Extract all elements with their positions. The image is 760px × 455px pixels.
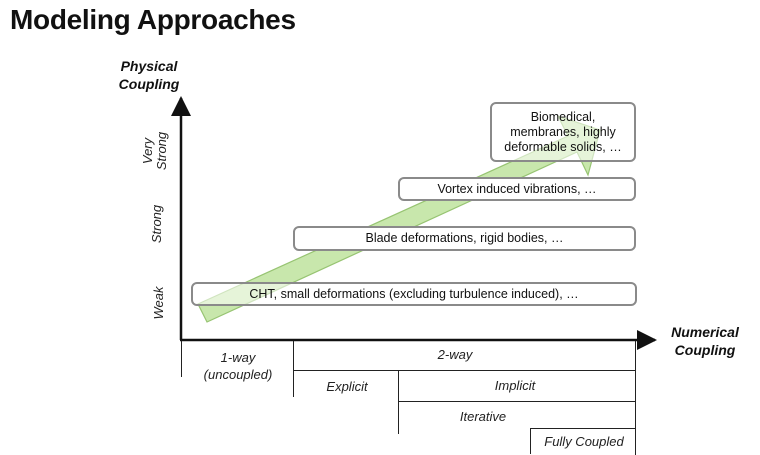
y-axis-title-line2: Coupling	[118, 76, 180, 92]
table-explicit: Explicit	[326, 379, 368, 394]
y-level-very-strong: Very Strong	[140, 121, 171, 181]
slide-title: Modeling Approaches	[10, 4, 296, 35]
box-biomedical: Biomedical, membranes, highly deformable…	[490, 102, 636, 162]
box-blade: Blade deformations, rigid bodies, …	[293, 226, 636, 251]
table-vline-right	[635, 341, 636, 455]
y-axis-title-line1: Physical	[120, 58, 178, 74]
table-implicit: Implicit	[494, 378, 536, 393]
box-vortex: Vortex induced vibrations, …	[398, 177, 636, 201]
y-level-very-line2: Strong	[154, 131, 169, 171]
table-two-way: 2-way	[437, 347, 473, 362]
y-level-weak: Weak	[151, 286, 166, 320]
table-iterative: Iterative	[459, 409, 507, 424]
table-vline-fully	[530, 428, 531, 454]
table-one-way: 1-way (uncoupled)	[186, 349, 290, 383]
table-vline-left	[181, 341, 182, 377]
table-vline-explicit	[398, 370, 399, 434]
x-axis-title-line2: Coupling	[674, 342, 736, 358]
x-axis-title: Numerical Coupling	[658, 323, 752, 359]
table-hline-2way	[293, 370, 635, 371]
table-one-way-line2: (uncoupled)	[203, 367, 273, 382]
x-axis-title-line1: Numerical	[671, 324, 739, 340]
box-bio-line3: deformable solids, …	[504, 139, 622, 154]
table-fully-coupled: Fully Coupled	[544, 434, 624, 449]
y-axis-title: Physical Coupling	[106, 57, 192, 93]
box-cht: CHT, small deformations (excluding turbu…	[191, 282, 637, 306]
table-one-way-line1: 1-way	[220, 350, 256, 365]
table-hline-implicit	[398, 401, 635, 402]
y-level-very-line1: Very	[140, 137, 155, 165]
table-vline-1way	[293, 341, 294, 397]
y-level-strong: Strong	[149, 204, 164, 244]
box-bio-line1: Biomedical,	[530, 109, 596, 124]
box-bio-line2: membranes, highly	[510, 124, 616, 139]
table-hline-iterative	[530, 428, 635, 429]
